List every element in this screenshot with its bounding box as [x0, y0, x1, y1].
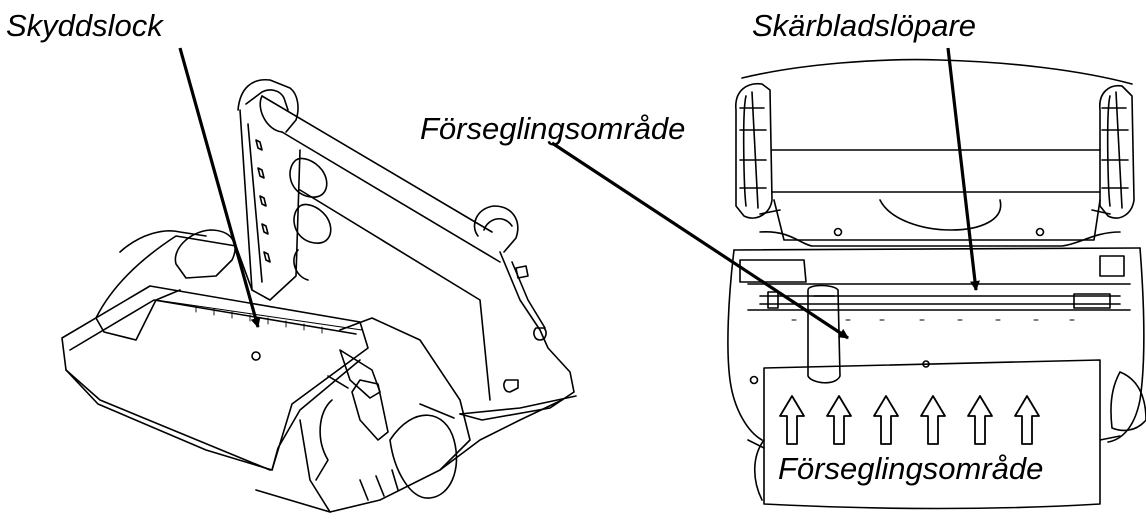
left-machine-drawing — [61, 79, 577, 513]
sealing-area-arrows — [779, 395, 1040, 445]
up-arrow-icon — [826, 395, 852, 445]
up-arrow-icon — [779, 395, 805, 445]
leader-lines — [178, 47, 980, 340]
label-sealing-area-top: Förseglingsområde — [420, 111, 686, 146]
label-sealing-area-bottom: Förseglingsområde — [778, 451, 1044, 486]
label-cover: Skyddslock — [6, 8, 163, 43]
up-arrow-icon — [1014, 395, 1040, 445]
rear-arm-top-left — [237, 79, 299, 133]
up-arrow-icon — [873, 395, 899, 445]
up-arrow-icon — [920, 395, 946, 445]
label-blade-runner: Skärbladslöpare — [752, 8, 977, 43]
right-machine-drawing — [727, 58, 1146, 510]
leader-sealing-area — [551, 141, 849, 340]
leader-cover — [178, 47, 261, 328]
up-arrow-icon — [967, 395, 993, 445]
leader-blade-runner — [946, 47, 980, 291]
